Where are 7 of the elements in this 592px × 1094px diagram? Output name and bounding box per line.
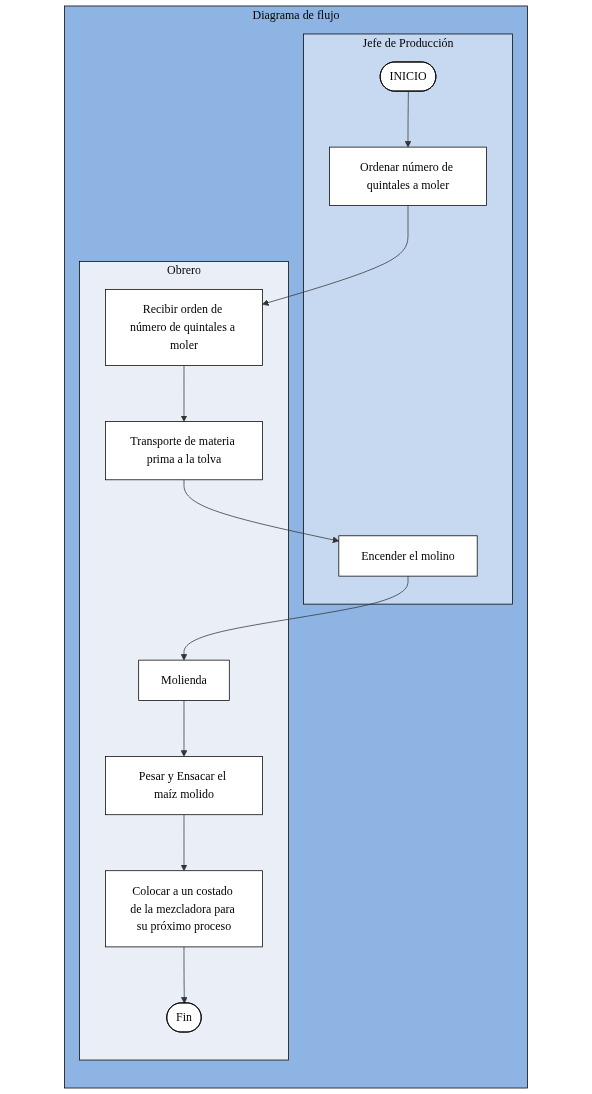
node-box: Encender el molino: [338, 535, 478, 577]
node-box: Transporte de materia prima a la tolva: [105, 421, 263, 481]
node-box: Pesar y Ensacar el maíz molido: [105, 756, 263, 816]
node-box: Recibir orden de número de quintales a moler: [105, 289, 263, 366]
node-box: Ordenar número de quintales a moler: [329, 146, 487, 206]
node-box: Colocar a un costado de la mezcladora para su próximo proceso: [105, 870, 263, 948]
node-box: Molienda: [138, 659, 230, 701]
